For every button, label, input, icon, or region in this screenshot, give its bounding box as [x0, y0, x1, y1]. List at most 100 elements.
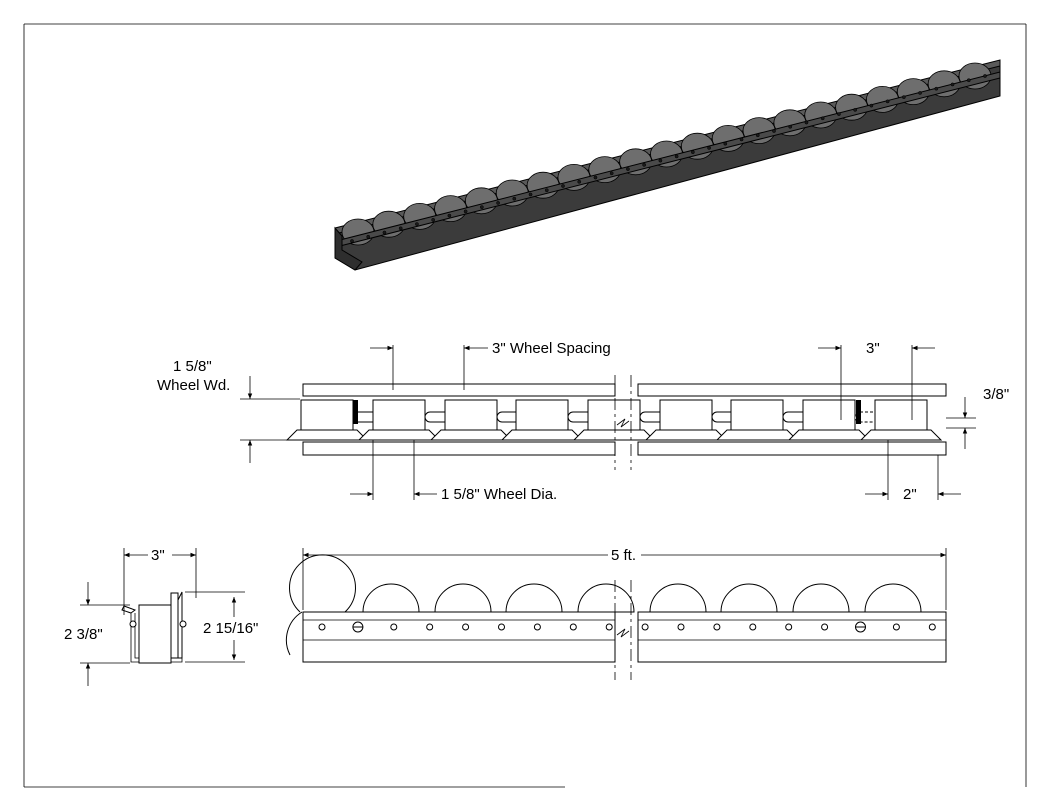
side-wheel: [505, 583, 563, 613]
top-view-dimensions: 3" Wheel Spacing 3" 1 5/8" Wheel Wd. 3/8…: [157, 340, 1009, 503]
overall-length-label: 5 ft.: [611, 547, 636, 564]
end-margin-label: 2": [903, 486, 917, 503]
top-wheel-body: [802, 399, 856, 431]
top-wheel-body: [659, 399, 713, 431]
iso-hole: [837, 112, 841, 116]
iso-hole: [869, 103, 874, 108]
top-wheel-body: [372, 399, 426, 431]
side-wheel: [289, 554, 356, 613]
top-wheel-body: [444, 399, 498, 431]
side-hole: [713, 623, 721, 631]
iso-hole: [885, 99, 890, 104]
side-wheel: [577, 583, 635, 613]
side-rail-right: [637, 611, 947, 663]
side-break-lines: [614, 580, 632, 680]
iso-hole: [431, 217, 436, 222]
top-wheel-hub: [644, 429, 728, 441]
top-wheel-hub: [715, 429, 799, 441]
wheel-width-caption: Wheel Wd.: [157, 377, 230, 394]
wheel-diameter-label: 1 5/8" Wheel Dia.: [441, 486, 557, 503]
side-hole: [892, 623, 900, 631]
top-wheel-body: [874, 399, 928, 431]
iso-hole: [918, 91, 922, 95]
iso-hole: [755, 133, 760, 138]
section-dimensions: 3" 2 3/8" 2 15/16": [64, 547, 258, 686]
stop-pin-left: [353, 400, 358, 424]
side-hole: [749, 623, 757, 631]
top-wheel-hub: [429, 429, 513, 441]
iso-hole: [512, 196, 517, 201]
iso-hole: [723, 141, 728, 146]
top-break-lines: [614, 375, 632, 470]
top-wheel-hub: [357, 429, 441, 441]
top-wheel: [429, 399, 524, 441]
side-wheel: [362, 583, 420, 613]
side-wheel: [864, 583, 922, 613]
top-wheel-body: [587, 399, 641, 431]
iso-hole: [966, 78, 971, 83]
top-wheel: [357, 399, 452, 441]
top-wheel: [787, 399, 882, 441]
side-hole: [318, 623, 326, 631]
side-dimensions: 5 ft.: [302, 547, 947, 610]
iso-hole: [788, 124, 793, 129]
iso-hole: [463, 209, 468, 214]
wheel-spacing-label: 3" Wheel Spacing: [492, 340, 611, 357]
iso-hole: [496, 201, 500, 205]
side-hole: [462, 623, 470, 631]
stop-pin-right: [856, 400, 861, 424]
side-hole: [569, 623, 577, 631]
iso-hole: [690, 150, 695, 155]
iso-hole: [398, 226, 403, 231]
top-wheel-hub: [787, 429, 871, 441]
top-rail-lower-flange: [302, 441, 616, 456]
wheel-width-value: 1 5/8": [173, 358, 212, 375]
top-wheel-body: [730, 399, 784, 431]
top-wheel-hub: [859, 429, 943, 441]
side-hole-group: [318, 621, 936, 633]
section-width-label: 3": [151, 547, 165, 564]
end-section-view: [121, 591, 187, 664]
iso-hole: [950, 82, 955, 87]
side-hole: [390, 623, 398, 631]
iso-hole: [528, 192, 533, 197]
drawing-border: [23, 23, 1027, 788]
iso-hole: [382, 230, 387, 235]
side-wheel-rim: [285, 611, 303, 656]
iso-hole: [561, 184, 565, 188]
iso-hole: [674, 154, 679, 159]
side-hole: [641, 623, 649, 631]
rail-end-profile: [334, 226, 363, 271]
section-height-inner-label: 2 3/8": [64, 626, 103, 643]
side-view: [285, 554, 947, 680]
top-wheel-body: [300, 399, 354, 431]
iso-hole: [642, 162, 647, 167]
side-wheel-group: [285, 554, 922, 656]
top-wheel: [644, 399, 739, 441]
top-wheel: [500, 399, 595, 441]
side-rail-left: [302, 611, 616, 663]
iso-hole: [983, 74, 987, 78]
iso-hole: [544, 188, 549, 193]
edge-offset-label: 3/8": [983, 386, 1009, 403]
top-view: [285, 375, 947, 470]
side-hole: [533, 623, 541, 631]
iso-hole: [479, 205, 484, 210]
iso-hole: [609, 171, 614, 176]
iso-hole: [577, 179, 582, 184]
top-wheel-hub: [285, 429, 369, 441]
side-wheel: [649, 583, 707, 613]
iso-hole: [415, 222, 419, 226]
rail-front-lip: [339, 71, 1001, 247]
iso-hole-group: [350, 74, 987, 243]
iso-hole: [658, 158, 663, 163]
side-hole: [426, 623, 434, 631]
iso-hole: [626, 167, 630, 171]
top-wheel-group: [285, 399, 943, 441]
end-spacing-label: 3": [866, 340, 880, 357]
top-wheel-hub: [572, 429, 656, 441]
section-axle-plate: [170, 592, 179, 659]
top-wheel: [859, 399, 943, 441]
iso-hole: [853, 107, 858, 112]
